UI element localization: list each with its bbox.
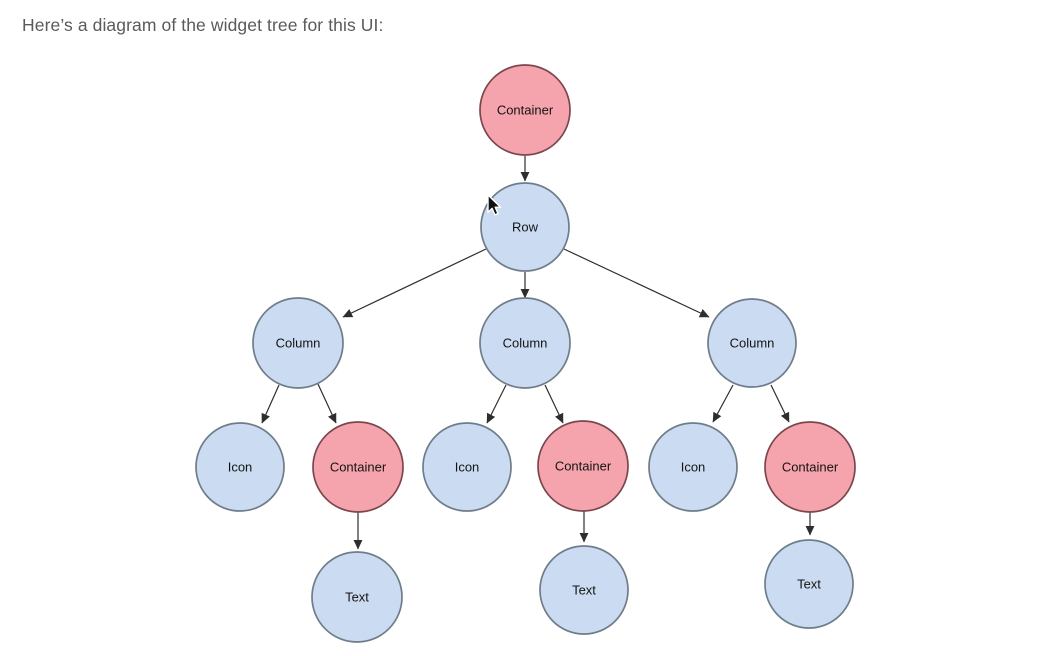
node-circle <box>252 297 344 389</box>
page-title: Here’s a diagram of the widget tree for … <box>22 15 384 35</box>
node-row: Row <box>480 182 570 272</box>
node-label: Row <box>512 220 539 235</box>
node-text-3: Text <box>764 539 854 629</box>
diagram-edges <box>261 156 815 550</box>
node-label: Icon <box>681 460 706 475</box>
node-circle <box>195 422 285 512</box>
node-label: Icon <box>228 460 253 475</box>
edge-column2-to-icon2 <box>486 384 507 424</box>
node-circle <box>539 545 629 635</box>
node-icon-2: Icon <box>422 422 512 512</box>
node-circle <box>479 64 571 156</box>
node-icon-1: Icon <box>195 422 285 512</box>
node-label: Icon <box>455 460 480 475</box>
node-column-2: Column <box>479 297 571 389</box>
node-container-1: Container <box>312 421 404 513</box>
node-circle <box>311 551 403 643</box>
node-circle <box>648 422 738 512</box>
edge-column1-to-container1 <box>317 383 337 424</box>
node-circle <box>707 298 797 388</box>
edge-column2-to-container2 <box>544 384 564 424</box>
node-label: Text <box>345 590 369 605</box>
node-label: Container <box>330 460 387 475</box>
node-icon-3: Icon <box>648 422 738 512</box>
node-circle <box>479 297 571 389</box>
node-label: Text <box>797 577 821 592</box>
node-circle <box>312 421 404 513</box>
edge-column1-to-icon1 <box>261 384 280 424</box>
edge-row-to-column-1 <box>342 248 487 318</box>
node-container-2: Container <box>537 420 629 512</box>
node-text-1: Text <box>311 551 403 643</box>
node-label: Column <box>730 336 775 351</box>
node-column-3: Column <box>707 298 797 388</box>
node-circle <box>764 539 854 629</box>
node-circle <box>764 421 856 513</box>
node-root-container: Container <box>479 64 571 156</box>
edge-row-to-column-3 <box>563 248 710 318</box>
node-label: Container <box>497 103 554 118</box>
node-label: Container <box>782 460 839 475</box>
edge-column3-to-icon3 <box>712 384 734 423</box>
node-circle <box>422 422 512 512</box>
node-circle <box>537 420 629 512</box>
node-label: Column <box>503 336 548 351</box>
node-label: Column <box>276 336 321 351</box>
node-label: Container <box>555 459 612 474</box>
mouse-cursor-icon <box>487 194 502 216</box>
node-label: Text <box>572 583 596 598</box>
node-text-2: Text <box>539 545 629 635</box>
node-container-3: Container <box>764 421 856 513</box>
edge-column3-to-container3 <box>770 384 790 423</box>
node-circle <box>480 182 570 272</box>
node-column-1: Column <box>252 297 344 389</box>
